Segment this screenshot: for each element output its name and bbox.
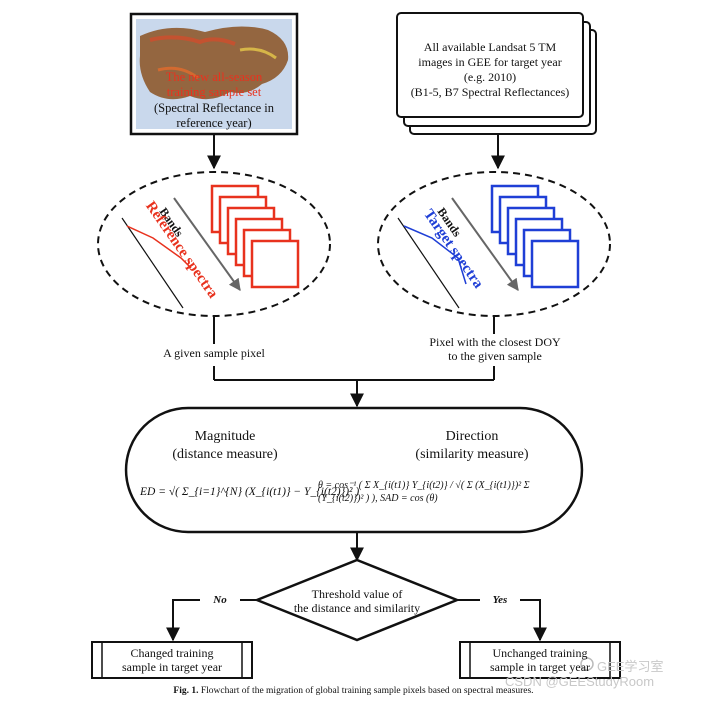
wechat-icon: [580, 657, 594, 671]
closest-doy-pixel-label: Pixel with the closest DOY to the given …: [410, 335, 580, 364]
unchanged-sample-box: [459, 641, 621, 679]
changed-sample-text: Changed training sample in target year: [121, 646, 223, 675]
merge-connector: [213, 316, 495, 408]
world-map-image: [139, 26, 289, 100]
reference-spectra-ellipse: [97, 171, 331, 317]
landsat-image-stack: [396, 12, 597, 135]
reference-band-square-6: [250, 239, 300, 289]
changed-sample-box: [91, 641, 253, 679]
watermark-csdn: CSDN @GEEStudyRoom: [505, 674, 655, 689]
magnitude-heading: Magnitude (distance measure): [172, 429, 278, 463]
spectral-measures-box: [124, 406, 584, 534]
yes-label: Yes: [480, 594, 520, 608]
target-spectra-ellipse: [377, 171, 611, 317]
caption-prefix: Fig. 1.: [173, 686, 199, 696]
target-band-square-6: [530, 239, 580, 289]
threshold-text: Threshold value of the distance and simi…: [293, 587, 421, 616]
sample-map-box: [129, 12, 299, 136]
ed-formula: ED = √( Σ_{i=1}^{N} (X_{i(t1)} − Y_{i(t2…: [140, 486, 360, 498]
figure-caption: Fig. 1. Flowchart of the migration of gl…: [60, 686, 647, 697]
unchanged-sample-text: Unchanged training sample in target year: [489, 646, 591, 675]
given-sample-pixel-label: A given sample pixel: [140, 346, 288, 361]
landsat-description: All available Landsat 5 TM images in GEE…: [410, 40, 570, 99]
direction-heading: Direction (similarity measure): [415, 429, 529, 463]
threshold-decision-diamond: [253, 558, 461, 642]
theta-sad-formula: θ = cos⁻¹ ( Σ X_{i(t1)} Y_{i(t2)} / √( Σ…: [318, 480, 530, 504]
caption-text: Flowchart of the migration of global tra…: [200, 686, 534, 696]
no-label: No: [200, 594, 240, 608]
sample-set-caption: (Spectral Reflectance in reference year): [153, 101, 275, 130]
sample-set-title: The new all-season training sample set: [165, 70, 263, 99]
watermark-gee: GEE学习室: [597, 659, 664, 674]
